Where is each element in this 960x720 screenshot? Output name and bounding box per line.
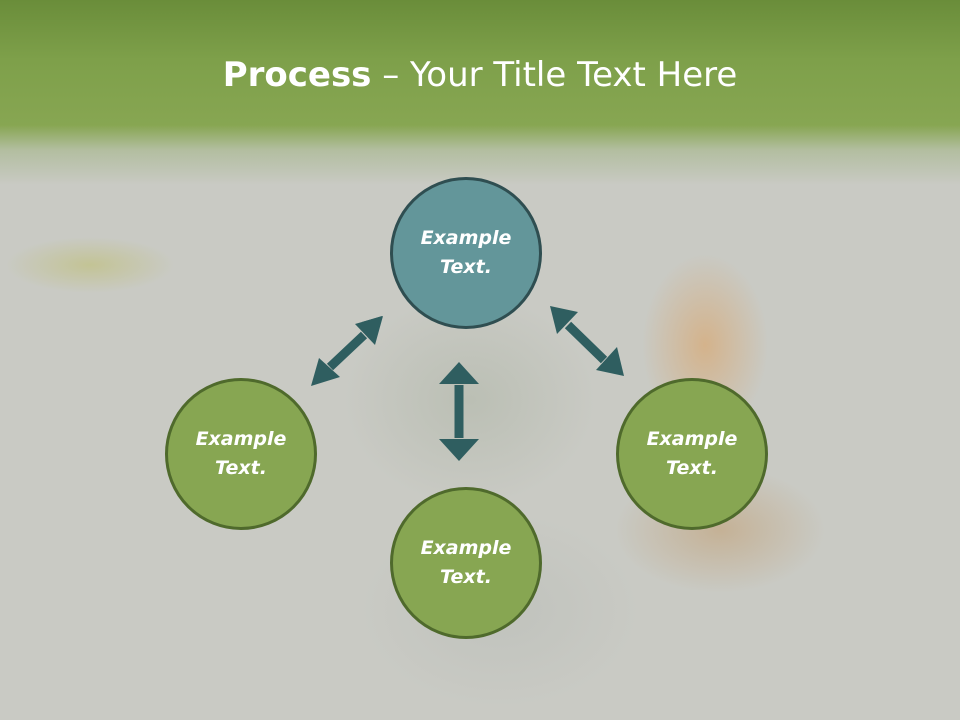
arrow-top-left [311,316,383,386]
title-rest: – Your Title Text Here [371,55,738,95]
node-bottom-label: Example Text. [420,537,512,588]
node-right: Example Text. [616,378,768,530]
node-bottom: Example Text. [390,487,542,639]
node-left: Example Text. [165,378,317,530]
slide-title: Process – Your Title Text Here [0,52,960,98]
arrow-vertical [439,362,479,461]
header-band [0,0,960,185]
node-top: Example Text. [390,177,542,329]
title-bold: Process [222,55,372,95]
node-left-label: Example Text. [195,428,287,479]
arrow-top-right [550,306,624,376]
node-top-label: Example Text. [420,227,512,278]
node-right-label: Example Text. [646,428,738,479]
